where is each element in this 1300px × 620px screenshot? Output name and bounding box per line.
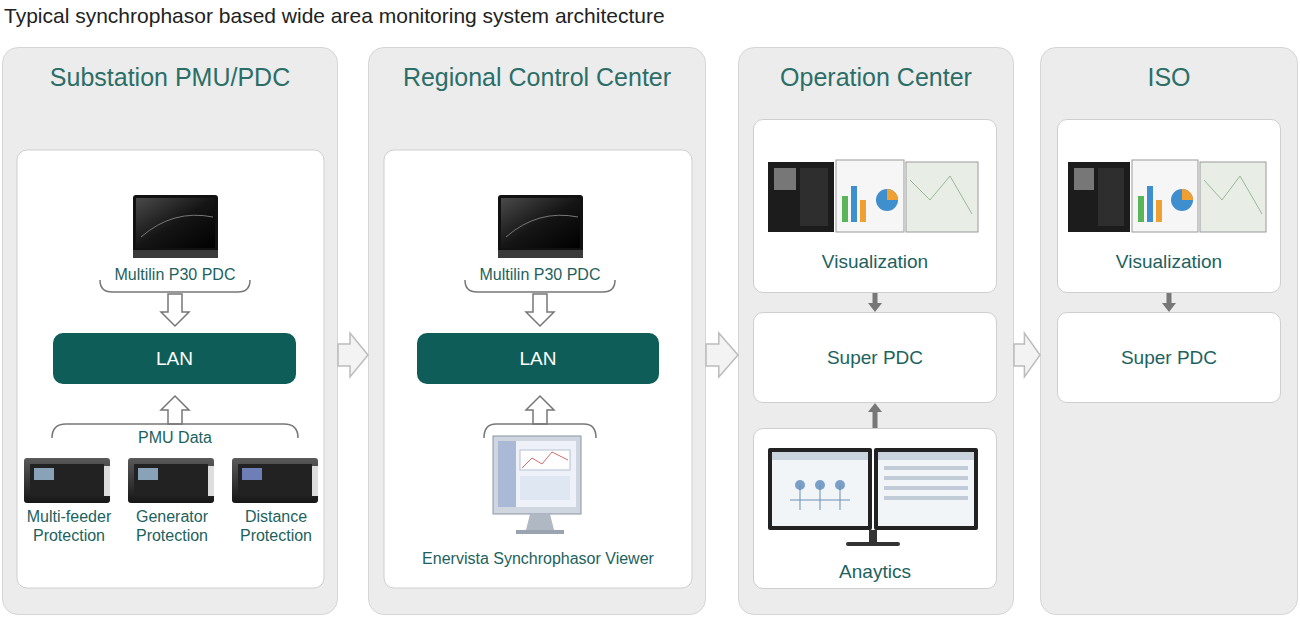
software-caption: Enervista Synchrophasor Viewer xyxy=(388,549,688,568)
box-label: Super PDC xyxy=(827,347,923,369)
flow-arrow xyxy=(1014,333,1040,377)
pdc-box: Super PDC xyxy=(753,312,997,403)
hollow-arrow xyxy=(706,333,738,377)
data-caption: PMU Data xyxy=(115,428,235,447)
arrow-head xyxy=(868,403,882,412)
panel-heading: ISO xyxy=(1041,63,1297,92)
analytics-box: Anaytics xyxy=(753,428,997,589)
panel-heading: Operation Center xyxy=(739,63,1013,92)
device-caption: Generator Protection xyxy=(120,507,224,545)
lan-bar: LAN xyxy=(53,333,296,384)
device-caption: Distance Protection xyxy=(224,507,328,545)
device-caption: Multilin P30 PDC xyxy=(440,265,640,284)
flow-arrow xyxy=(338,333,368,377)
column-panel: Regional Control CenterLAN xyxy=(368,47,706,615)
hollow-arrow xyxy=(1014,333,1040,377)
lan-bar: LAN xyxy=(417,333,659,384)
box-label: Visualization xyxy=(1116,251,1222,273)
device-caption: Multilin P30 PDC xyxy=(75,265,275,284)
column-panel: Operation CenterVisualizationSuper PDC An… xyxy=(738,47,1014,615)
arrow-line xyxy=(1167,293,1172,303)
data-arrow xyxy=(1162,293,1176,312)
lan-label: LAN xyxy=(520,348,557,370)
box-label: Visualization xyxy=(822,251,928,273)
visualization-box: Visualization xyxy=(1057,119,1281,293)
column-panel: ISO VisualizationSuper PDC xyxy=(1040,47,1298,615)
flow-arrow xyxy=(706,333,738,377)
pdc-box: Super PDC xyxy=(1057,312,1281,403)
arrow-head xyxy=(1162,303,1176,312)
lan-label: LAN xyxy=(156,348,193,370)
device-caption: Multi-feeder Protection xyxy=(17,507,121,545)
diagram-title: Typical synchrophasor based wide area mo… xyxy=(4,4,665,28)
arrow-line xyxy=(873,293,878,303)
box-label: Anaytics xyxy=(839,561,911,583)
arrow-line xyxy=(873,412,878,428)
panel-heading: Regional Control Center xyxy=(369,63,705,92)
box-label: Super PDC xyxy=(1121,347,1217,369)
panel-heading: Substation PMU/PDC xyxy=(3,63,337,92)
arrow-head xyxy=(868,303,882,312)
visualization-box: Visualization xyxy=(753,119,997,293)
data-arrow xyxy=(868,403,882,428)
hollow-arrow xyxy=(338,333,368,377)
data-arrow xyxy=(868,293,882,312)
